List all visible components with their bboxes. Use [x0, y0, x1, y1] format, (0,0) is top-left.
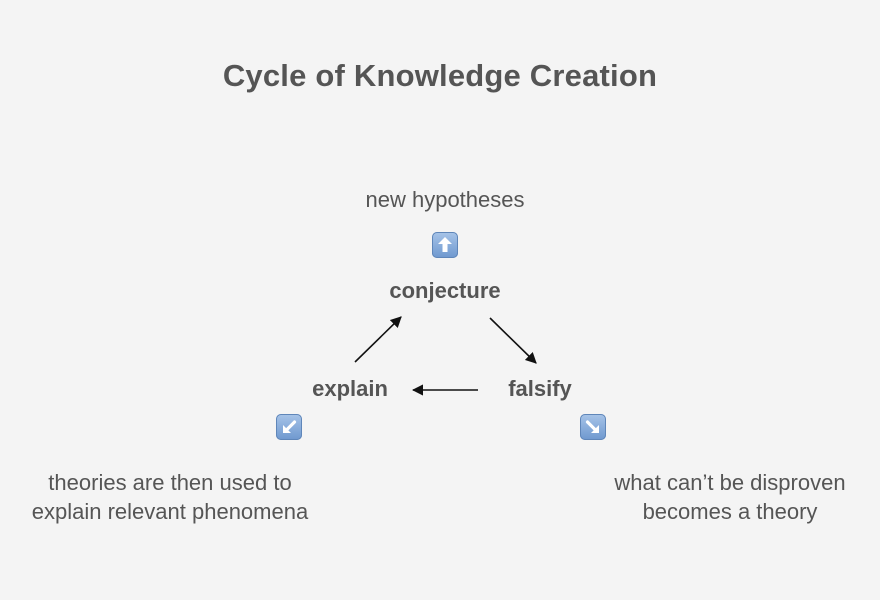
node-conjecture: conjecture: [389, 278, 501, 303]
explain-note: theories are then used to explain releva…: [0, 468, 340, 526]
node-falsify: falsify: [508, 376, 572, 401]
up-arrow-icon: [432, 232, 458, 258]
diagram-title: Cycle of Knowledge Creation: [222, 58, 658, 93]
falsify-note-line-2: becomes a theory: [642, 499, 818, 524]
node-explain: explain: [312, 376, 388, 401]
new-hypotheses-note: new hypotheses: [365, 187, 525, 212]
explain-note-line-2: explain relevant phenomena: [31, 499, 309, 524]
falsify-note: what can’t be disproven becomes a theory: [590, 468, 870, 526]
down-right-arrow-icon: [580, 414, 606, 440]
falsify-note-line-1: what can’t be disproven: [614, 470, 846, 495]
arrow-conjecture-to-falsify: [489, 317, 537, 364]
arrow-explain-to-conjecture: [354, 316, 402, 363]
explain-note-line-1: theories are then used to: [48, 470, 292, 495]
down-left-arrow-icon: [276, 414, 302, 440]
